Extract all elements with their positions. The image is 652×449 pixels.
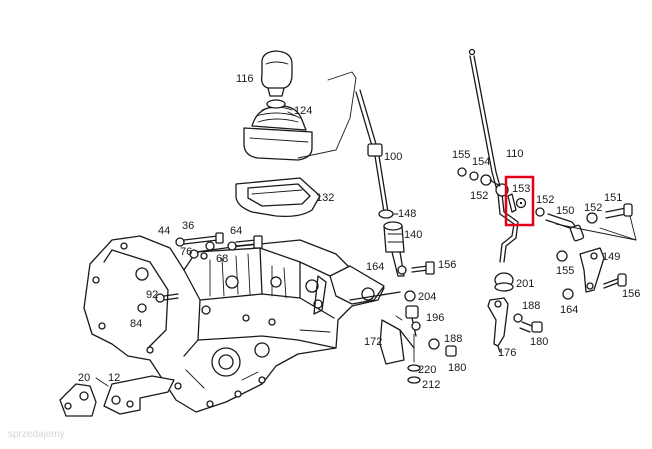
part-label-156b: 156: [622, 288, 640, 300]
bolts-left: [137, 293, 179, 313]
part-label-100: 100: [384, 151, 402, 163]
selector-shaft-parts: [349, 290, 457, 384]
part-label-151: 151: [604, 192, 622, 204]
part-label-12: 12: [108, 372, 120, 384]
highlight-box-153: [504, 175, 535, 227]
part-label-164a: 164: [366, 261, 384, 273]
part-label-140: 140: [404, 229, 422, 241]
leader-124: [287, 111, 301, 119]
part-label-152a: 152: [470, 190, 488, 202]
part-label-132: 132: [316, 192, 334, 204]
part-label-220: 220: [418, 364, 436, 376]
watermark: sprzedajemy: [8, 429, 65, 440]
part-label-154: 154: [472, 156, 490, 168]
right-linkage: [535, 203, 637, 242]
part-label-116: 116: [236, 73, 254, 85]
bolt-156-upper: [397, 261, 435, 275]
part-label-204: 204: [418, 291, 436, 303]
part-label-164b: 164: [560, 304, 578, 316]
lower-right-parts: [556, 247, 627, 300]
part-label-152b: 152: [536, 194, 554, 206]
part-label-212: 212: [422, 379, 440, 391]
part-label-172: 172: [364, 336, 382, 348]
part-label-124: 124: [294, 105, 312, 117]
part-label-44: 44: [158, 225, 170, 237]
part-label-36: 36: [182, 220, 194, 232]
gasket-frame: [235, 177, 321, 218]
part-label-68: 68: [216, 253, 228, 265]
mount-brackets: [59, 375, 175, 417]
part-label-149: 149: [602, 251, 620, 263]
part-label-188a: 188: [444, 333, 462, 345]
part-label-150: 150: [556, 205, 574, 217]
part-label-196: 196: [426, 312, 444, 324]
part-153-ball-socket[interactable]: [507, 193, 527, 213]
shift-lever: [355, 89, 389, 213]
part-label-188b: 188: [522, 300, 540, 312]
transmission-housing: [83, 235, 385, 413]
part-label-156a: 156: [438, 259, 456, 271]
part-label-153: 153: [512, 183, 530, 195]
part-label-201: 201: [516, 278, 534, 290]
part-label-92: 92: [146, 289, 158, 301]
rod-fasteners: [457, 167, 501, 187]
part-label-76: 76: [180, 246, 192, 258]
part-label-20: 20: [78, 372, 90, 384]
part-label-84: 84: [130, 318, 142, 330]
part-label-152c: 152: [584, 202, 602, 214]
part-label-180a: 180: [448, 362, 466, 374]
lower-linkage: [487, 272, 543, 353]
part-label-180b: 180: [530, 336, 548, 348]
lever-bushing: [378, 209, 405, 277]
part-label-110: 110: [506, 148, 524, 160]
part-label-64: 64: [230, 225, 242, 237]
part-label-148: 148: [398, 208, 416, 220]
part-label-176: 176: [498, 347, 516, 359]
part-label-155: 155: [452, 149, 470, 161]
shift-knob: [260, 50, 293, 97]
shift-boot: [243, 99, 313, 161]
bolts-top-left: [175, 232, 263, 260]
bracket-outline: [297, 71, 357, 159]
part-label-155b: 155: [556, 265, 574, 277]
